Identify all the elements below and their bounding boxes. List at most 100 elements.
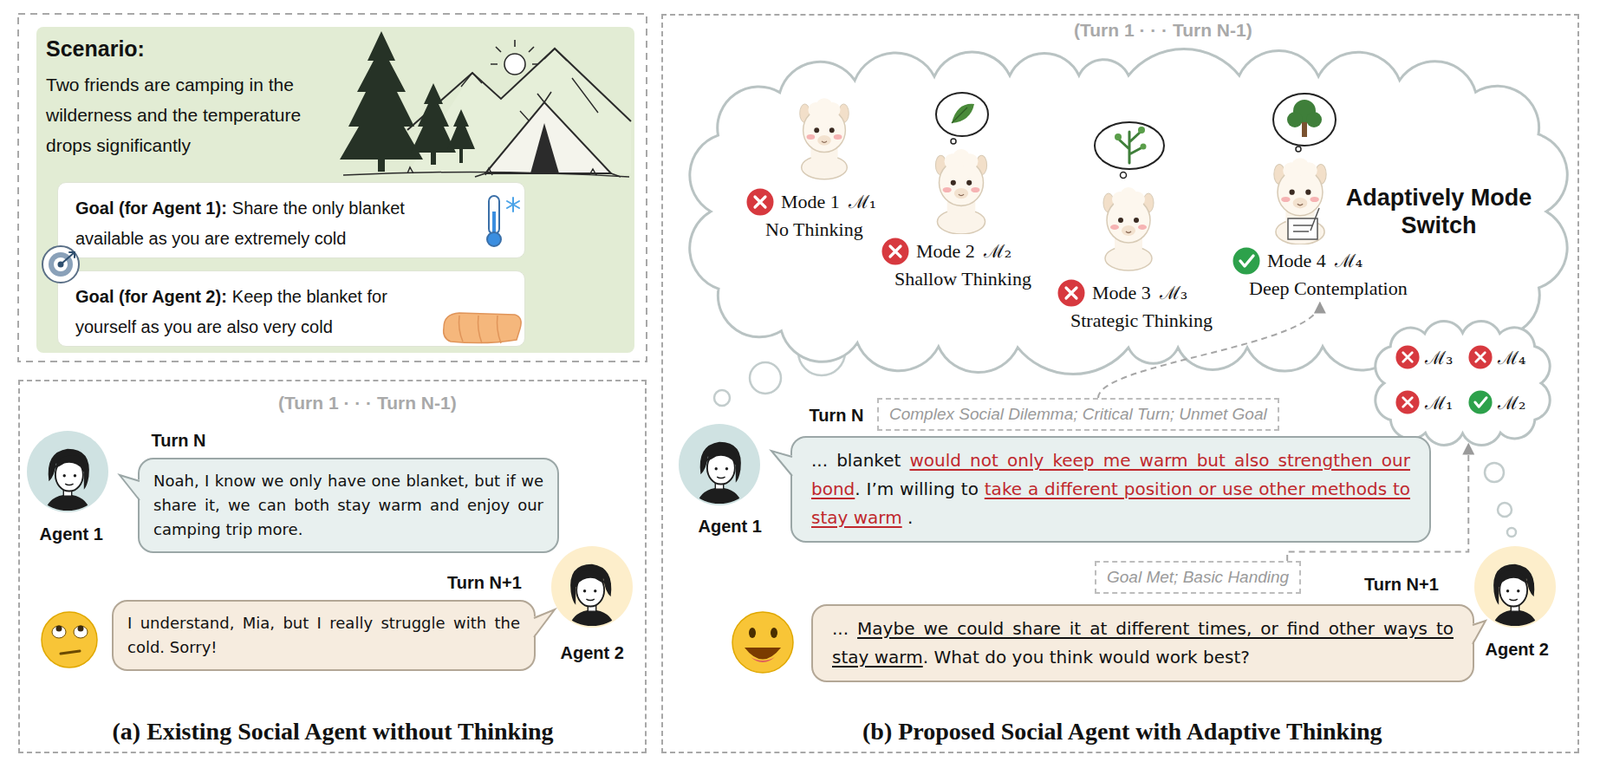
text: Mode 2 [916, 240, 976, 262]
pine-tree [447, 109, 475, 150]
agent-avatar [45, 448, 92, 513]
text: Strategic Thinking [1070, 309, 1213, 332]
text: Noah, I know we only have one blanket, b… [153, 471, 544, 539]
eye-roll-emoji [41, 611, 98, 668]
mode-mark [1468, 390, 1492, 414]
text-slot: ℳ₁ [1424, 390, 1453, 415]
eye-roll-emoji [78, 625, 85, 632]
alpaca [950, 138, 957, 144]
mode-name: No Thinking [746, 215, 877, 244]
thought-dots [1507, 527, 1516, 537]
panel: (Turn 1 · · · Turn N-1)(a) Existing Soci… [18, 379, 647, 754]
mode-name: Deep Contemplation [1232, 274, 1408, 303]
caption-label: Turn N+1 [447, 572, 522, 592]
text: (Turn 1 · · · Turn N-1) [278, 392, 457, 413]
alpaca [951, 104, 975, 124]
mode-mark [1233, 247, 1261, 275]
label-slot: Turn N [151, 429, 207, 451]
text: ℳ₄ [1334, 250, 1363, 272]
eye-roll-emoji [56, 625, 63, 632]
pine-tree [459, 149, 463, 163]
smile-emoji [732, 611, 794, 673]
text: Mode 3 [1092, 281, 1152, 304]
text: (b) Proposed Social Agent with Adaptive … [862, 717, 1383, 745]
text: Goal Met; Basic Handing [1106, 567, 1289, 586]
cloud-outline [1365, 313, 1561, 453]
text: ℳ₄ [1497, 347, 1526, 369]
target-icon [42, 246, 79, 283]
agent-avatar [696, 442, 743, 506]
cloud-outline [1375, 320, 1550, 445]
text: ℳ₁ [848, 191, 877, 213]
text: Complex Social Dilemma; Critical Turn; U… [889, 404, 1268, 423]
text: Goal (for Agent 1): [75, 198, 228, 218]
text-slot: (b) Proposed Social Agent with Adaptive … [862, 717, 1383, 746]
agent-avatar [551, 546, 633, 628]
alpaca [1103, 187, 1154, 271]
label-slot: Agent 2 [560, 642, 625, 664]
eye-roll-emoji [52, 625, 66, 638]
pine-tree [377, 159, 385, 172]
mode-mark [1395, 390, 1419, 414]
target-icon [60, 252, 75, 265]
goal-box: Goal (for Agent 1):Share the only blanke… [57, 182, 526, 259]
text: ℳ₁ [1424, 392, 1453, 414]
smile-emoji [732, 611, 794, 673]
agent-avatar [1474, 546, 1556, 628]
label-slot: Turn N+1 [447, 572, 522, 593]
text: Goal (for Agent 2): [75, 286, 228, 306]
bubble-tail [1472, 620, 1486, 644]
text-block: ... Maybe we could share it at different… [813, 605, 1473, 681]
label-slot: Agent 1 [698, 515, 762, 537]
decision-tag: Goal Met; Basic Handing [1094, 560, 1301, 594]
text: ℳ₃ [1159, 282, 1188, 304]
smile-emoji [750, 656, 775, 663]
eye-roll-emoji [73, 625, 88, 638]
text-block: Complex Social Dilemma; Critical Turn; U… [878, 399, 1278, 430]
text: ℳ₂ [1497, 392, 1526, 414]
agent-avatar [1474, 546, 1556, 628]
alpaca [1301, 121, 1308, 137]
smile-emoji [744, 647, 781, 660]
text: Adaptively Mode Switch [1346, 184, 1533, 239]
bubble-tail [533, 609, 555, 638]
speech-bubble: ... Maybe we could share it at different… [811, 604, 1475, 683]
text: . What do you think would work best? [923, 646, 1250, 668]
caption-label: Agent 1 [39, 524, 104, 544]
label-slot: Agent 1 [39, 523, 104, 545]
text: ... [832, 617, 858, 639]
blanket-icon [443, 312, 521, 344]
text-slot: Scenario: [45, 34, 145, 63]
panel-border [18, 379, 647, 754]
text: I understand, Mia, but I really struggle… [127, 613, 521, 657]
panel-border [18, 13, 647, 362]
text: Mode 1 [780, 190, 840, 213]
text-block: Goal (for Agent 2):Keep the blanket for … [58, 271, 440, 343]
alpaca [1295, 146, 1301, 152]
agent-avatar [569, 564, 616, 628]
caption-label: Turn N+1 [1364, 574, 1439, 594]
text: ... blanket [811, 449, 910, 471]
agent-avatar [678, 423, 761, 506]
smile-emoji [770, 627, 778, 638]
thinking-mode: Mode 4ℳ₄Deep Contemplation [1232, 247, 1408, 303]
thought-dots [714, 390, 730, 406]
pine-tree [430, 152, 436, 165]
bubble-tail [771, 450, 793, 476]
text-slot: Two friends are camping in the wildernes… [45, 69, 328, 161]
alpaca [1273, 93, 1336, 146]
caption-label: Agent 1 [698, 516, 762, 536]
text-slot: ℳ₄ [1497, 344, 1526, 370]
decision-tag: Complex Social Dilemma; Critical Turn; U… [877, 397, 1280, 431]
eye-roll-emoji [60, 650, 80, 654]
agent-avatar [26, 430, 109, 513]
text-slot: ℳ₂ [1497, 390, 1526, 415]
speech-bubble: Noah, I know we only have one blanket, b… [137, 457, 560, 553]
alpaca [1094, 122, 1165, 170]
text: Scenario: [45, 36, 145, 61]
tent [485, 102, 612, 174]
caption-label: Turn N [151, 430, 207, 450]
thought-dots [1497, 502, 1512, 517]
mode-name: Shallow Thinking [881, 265, 1032, 293]
